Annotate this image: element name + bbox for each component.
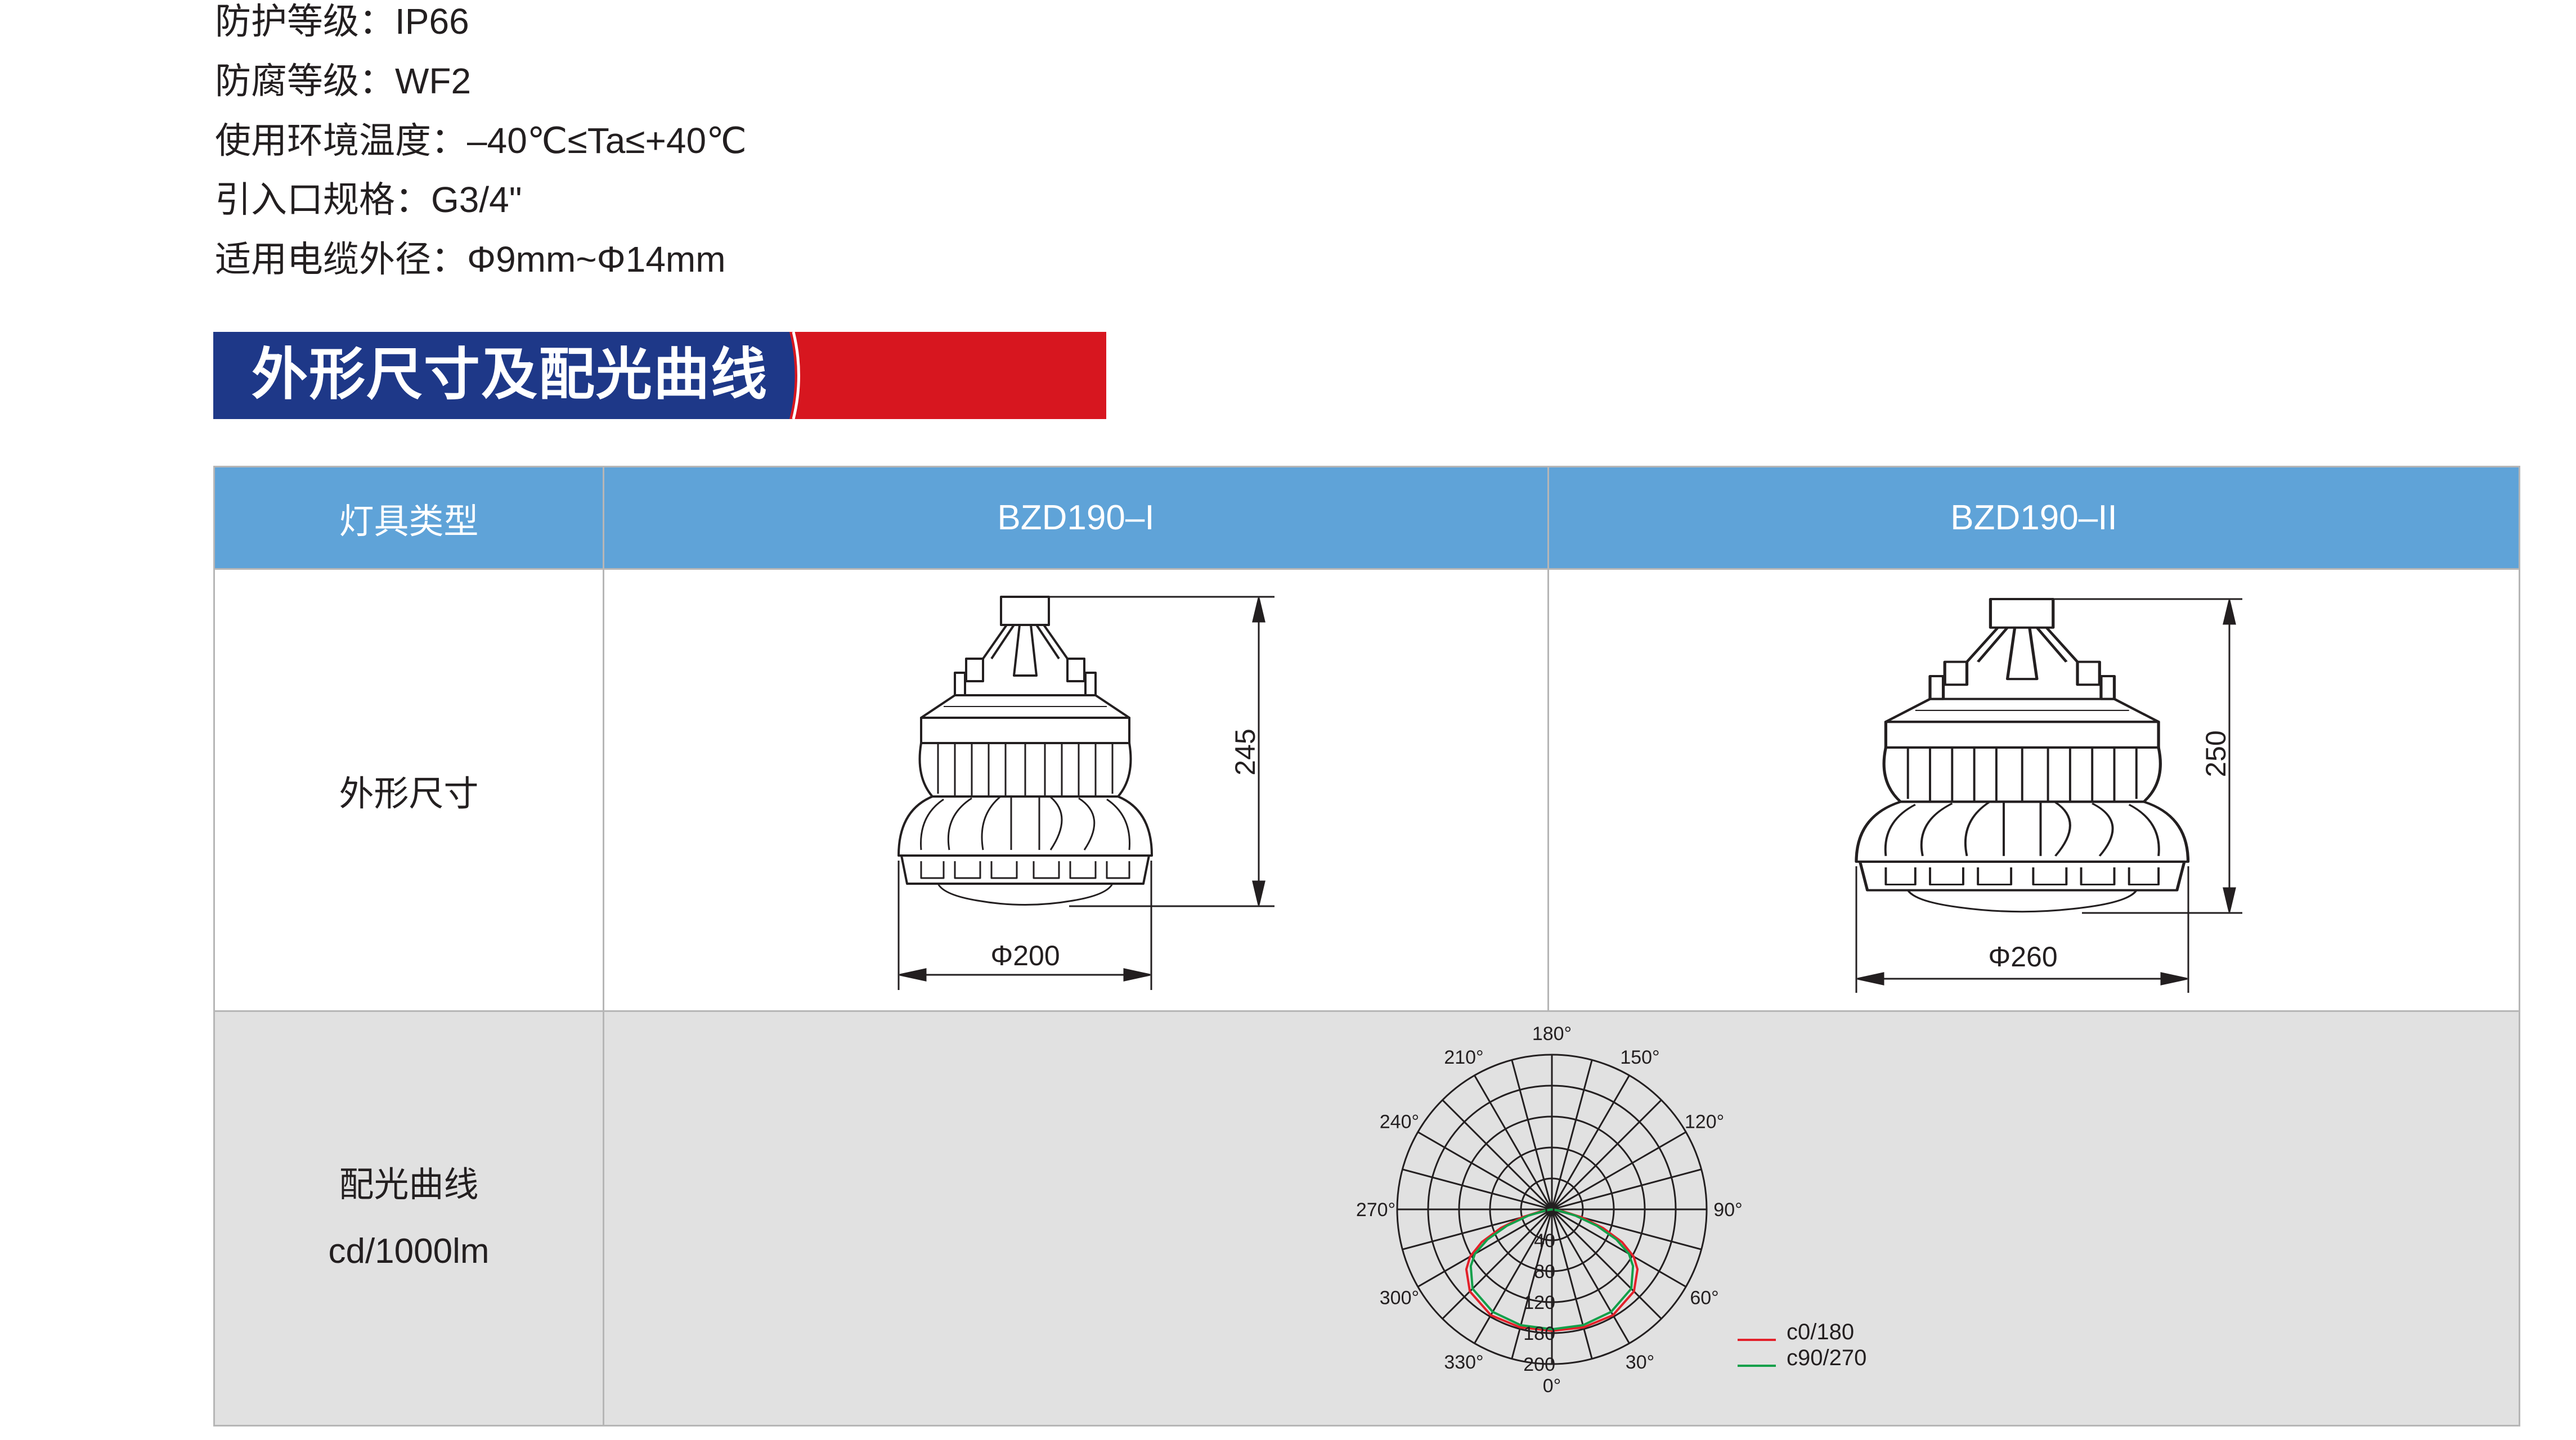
diameter-label-1: Φ200 bbox=[990, 940, 1060, 971]
radial-tick-label: 40 bbox=[1534, 1230, 1555, 1252]
radial-tick-label: 200 bbox=[1523, 1354, 1555, 1375]
angle-label: 0° bbox=[1543, 1375, 1561, 1397]
spec-ambient-temperature: 使用环境温度：–40℃≤Ta≤+40℃ bbox=[215, 120, 747, 161]
banner-divider-curve bbox=[773, 332, 800, 419]
banner-blue-block bbox=[213, 332, 789, 419]
angle-label: 150° bbox=[1620, 1047, 1659, 1068]
diameter-label-2: Φ260 bbox=[1988, 941, 2057, 973]
radial-tick-label: 180 bbox=[1523, 1323, 1555, 1344]
lamp-drawing-bzd190-2: Φ260 250 bbox=[1856, 599, 2242, 993]
dimension-lines-2 bbox=[1855, 598, 2242, 993]
angle-label: 330° bbox=[1444, 1352, 1483, 1373]
section-title: 外形尺寸及配光曲线 bbox=[252, 343, 768, 406]
angle-label: 180° bbox=[1532, 1023, 1572, 1045]
lamp-outline-1 bbox=[897, 596, 1153, 906]
series-curve-c90-270 bbox=[1469, 1208, 1635, 1331]
series-curve-c0-180 bbox=[1465, 1208, 1639, 1332]
lamp-outline-2 bbox=[1856, 599, 2188, 912]
height-label-2: 250 bbox=[2200, 730, 2232, 777]
angle-label: 90° bbox=[1713, 1199, 1742, 1221]
spec-cable-diameter: 适用电缆外径：Φ9mm~Φ14mm bbox=[215, 239, 726, 280]
dimension-lines-1 bbox=[897, 596, 1274, 990]
chart-legend: c0/180 c90/270 bbox=[1738, 1320, 1866, 1370]
section-banner: 外形尺寸及配光曲线 bbox=[213, 332, 1106, 419]
angle-label: 30° bbox=[1626, 1352, 1654, 1373]
radial-tick-label: 80 bbox=[1534, 1261, 1555, 1282]
angle-label: 300° bbox=[1380, 1288, 1419, 1309]
light-curve-label: 配光曲线 bbox=[339, 1166, 479, 1205]
radial-tick-label: 120 bbox=[1523, 1292, 1555, 1313]
angle-label: 270° bbox=[1356, 1199, 1395, 1221]
lamp-drawing-bzd190-1: Φ200 245 bbox=[897, 596, 1274, 990]
spec-corrosion-rating: 防腐等级：WF2 bbox=[215, 61, 472, 101]
row-label-light-curve: 配光曲线 cd/1000lm bbox=[213, 1010, 604, 1426]
light-curve-unit: cd/1000lm bbox=[328, 1232, 490, 1271]
legend-label-c0-180: c0/180 bbox=[1787, 1320, 1854, 1344]
angle-label: 60° bbox=[1690, 1288, 1718, 1309]
spec-ip-rating: 防护等级：IP66 bbox=[215, 1, 469, 42]
angle-label: 240° bbox=[1380, 1112, 1419, 1133]
legend-label-c90-270: c90/270 bbox=[1787, 1346, 1866, 1370]
height-label-1: 245 bbox=[1229, 728, 1261, 775]
spec-cable-entry: 引入口规格：G3/4" bbox=[215, 179, 522, 220]
angle-label: 210° bbox=[1444, 1047, 1483, 1068]
header-lamp-type: 灯具类型 bbox=[213, 466, 604, 570]
header-model-1: BZD190–I bbox=[603, 466, 1549, 570]
angle-label: 120° bbox=[1685, 1112, 1724, 1133]
polar-light-distribution-chart: 0° 30° 60° 90° 120° 150° 180° 210° 240° 270° 300° 3… bbox=[1356, 1023, 1743, 1397]
radial-tick-label: 0 bbox=[1545, 1199, 1555, 1221]
